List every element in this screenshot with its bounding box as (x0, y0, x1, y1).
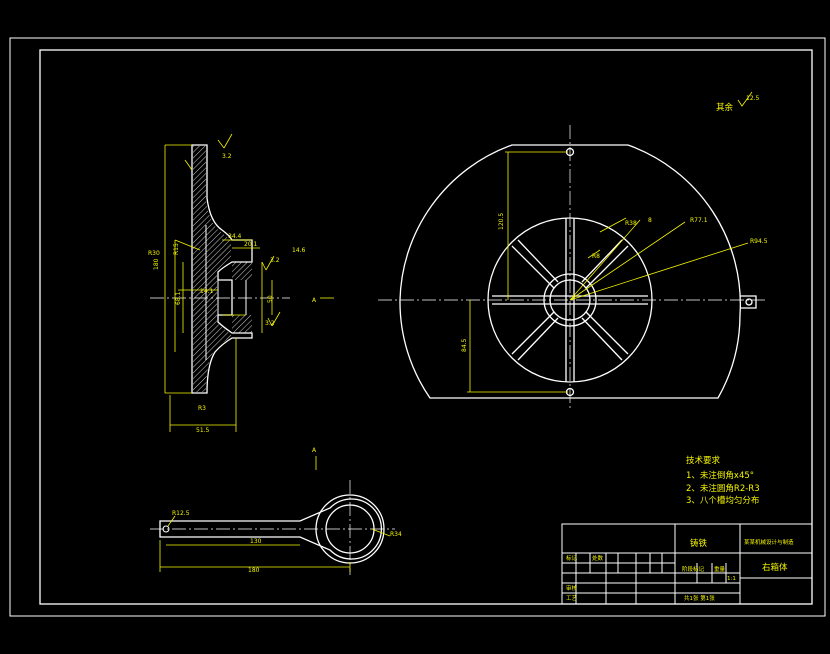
svg-text:R30: R30 (148, 250, 160, 257)
roughness-note: 其余 12.5 (716, 91, 760, 113)
section-marker: A (312, 297, 317, 304)
outer-border (9, 37, 826, 617)
view-marker: A (312, 447, 317, 454)
svg-text:3.2: 3.2 (265, 320, 275, 327)
svg-text:14.6: 14.6 (292, 247, 306, 254)
svg-text:180: 180 (248, 567, 260, 574)
svg-text:R3: R3 (198, 405, 206, 412)
title-block: 铸铁 某某机械设计与制造 右箱体 共1张 第1张 标记 处数 审核 工艺 阶段标… (561, 523, 813, 605)
svg-text:处数: 处数 (592, 554, 604, 562)
svg-text:R12.5: R12.5 (172, 510, 190, 517)
svg-text:3、八个槽均匀分布: 3、八个槽均匀分布 (686, 495, 759, 506)
svg-text:共1张 第1张: 共1张 第1张 (684, 594, 715, 602)
svg-text:1:1: 1:1 (727, 576, 736, 582)
svg-text:1、未注倒角x45°: 1、未注倒角x45° (686, 470, 754, 481)
svg-text:120.5: 120.5 (498, 213, 505, 230)
svg-text:R77.1: R77.1 (690, 217, 708, 224)
svg-text:34.4: 34.4 (228, 233, 242, 240)
svg-text:阶段标记: 阶段标记 (682, 565, 705, 573)
svg-text:20.1: 20.1 (244, 241, 258, 248)
svg-text:68.1: 68.1 (175, 291, 182, 305)
svg-text:铸铁: 铸铁 (690, 538, 708, 549)
svg-text:84.5: 84.5 (461, 338, 468, 352)
svg-text:50: 50 (267, 295, 274, 303)
svg-text:重量: 重量 (714, 565, 726, 573)
svg-text:130: 130 (250, 538, 262, 545)
front-view: R77.1 R94.5 R38 120.5 84.5 R8 8 (378, 125, 768, 410)
tech-requirements: 技术要求 1、未注倒角x45° 2、未注圆角R2-R3 3、八个槽均匀分布 (686, 455, 760, 506)
svg-text:3.2: 3.2 (270, 257, 280, 264)
svg-text:51.5: 51.5 (196, 427, 210, 434)
svg-text:其余: 其余 (716, 102, 734, 113)
svg-text:审核: 审核 (566, 584, 578, 592)
top-view: 130 180 R12.5 R34 (150, 480, 402, 575)
svg-text:R38: R38 (625, 220, 637, 227)
svg-text:R8: R8 (592, 253, 600, 260)
svg-text:3.2: 3.2 (222, 153, 232, 160)
svg-text:14.1: 14.1 (200, 288, 214, 295)
svg-text:2、未注圆角R2-R3: 2、未注圆角R2-R3 (686, 483, 760, 494)
svg-text:右箱体: 右箱体 (762, 562, 788, 573)
svg-text:R94.5: R94.5 (750, 238, 768, 245)
svg-text:工艺: 工艺 (566, 595, 578, 602)
svg-text:8: 8 (648, 217, 652, 224)
svg-text:某某机械设计与制造: 某某机械设计与制造 (744, 538, 794, 546)
svg-text:180: 180 (153, 258, 160, 270)
svg-text:R34: R34 (390, 531, 402, 538)
svg-text:技术要求: 技术要求 (686, 455, 721, 466)
svg-text:R15: R15 (173, 243, 180, 255)
side-section-view: 180 68.1 R15 51.5 34.4 20.1 14.6 14.1 50… (148, 133, 306, 434)
svg-text:12.5: 12.5 (746, 95, 760, 102)
inner-border (39, 49, 813, 605)
svg-text:标记: 标记 (566, 554, 578, 562)
